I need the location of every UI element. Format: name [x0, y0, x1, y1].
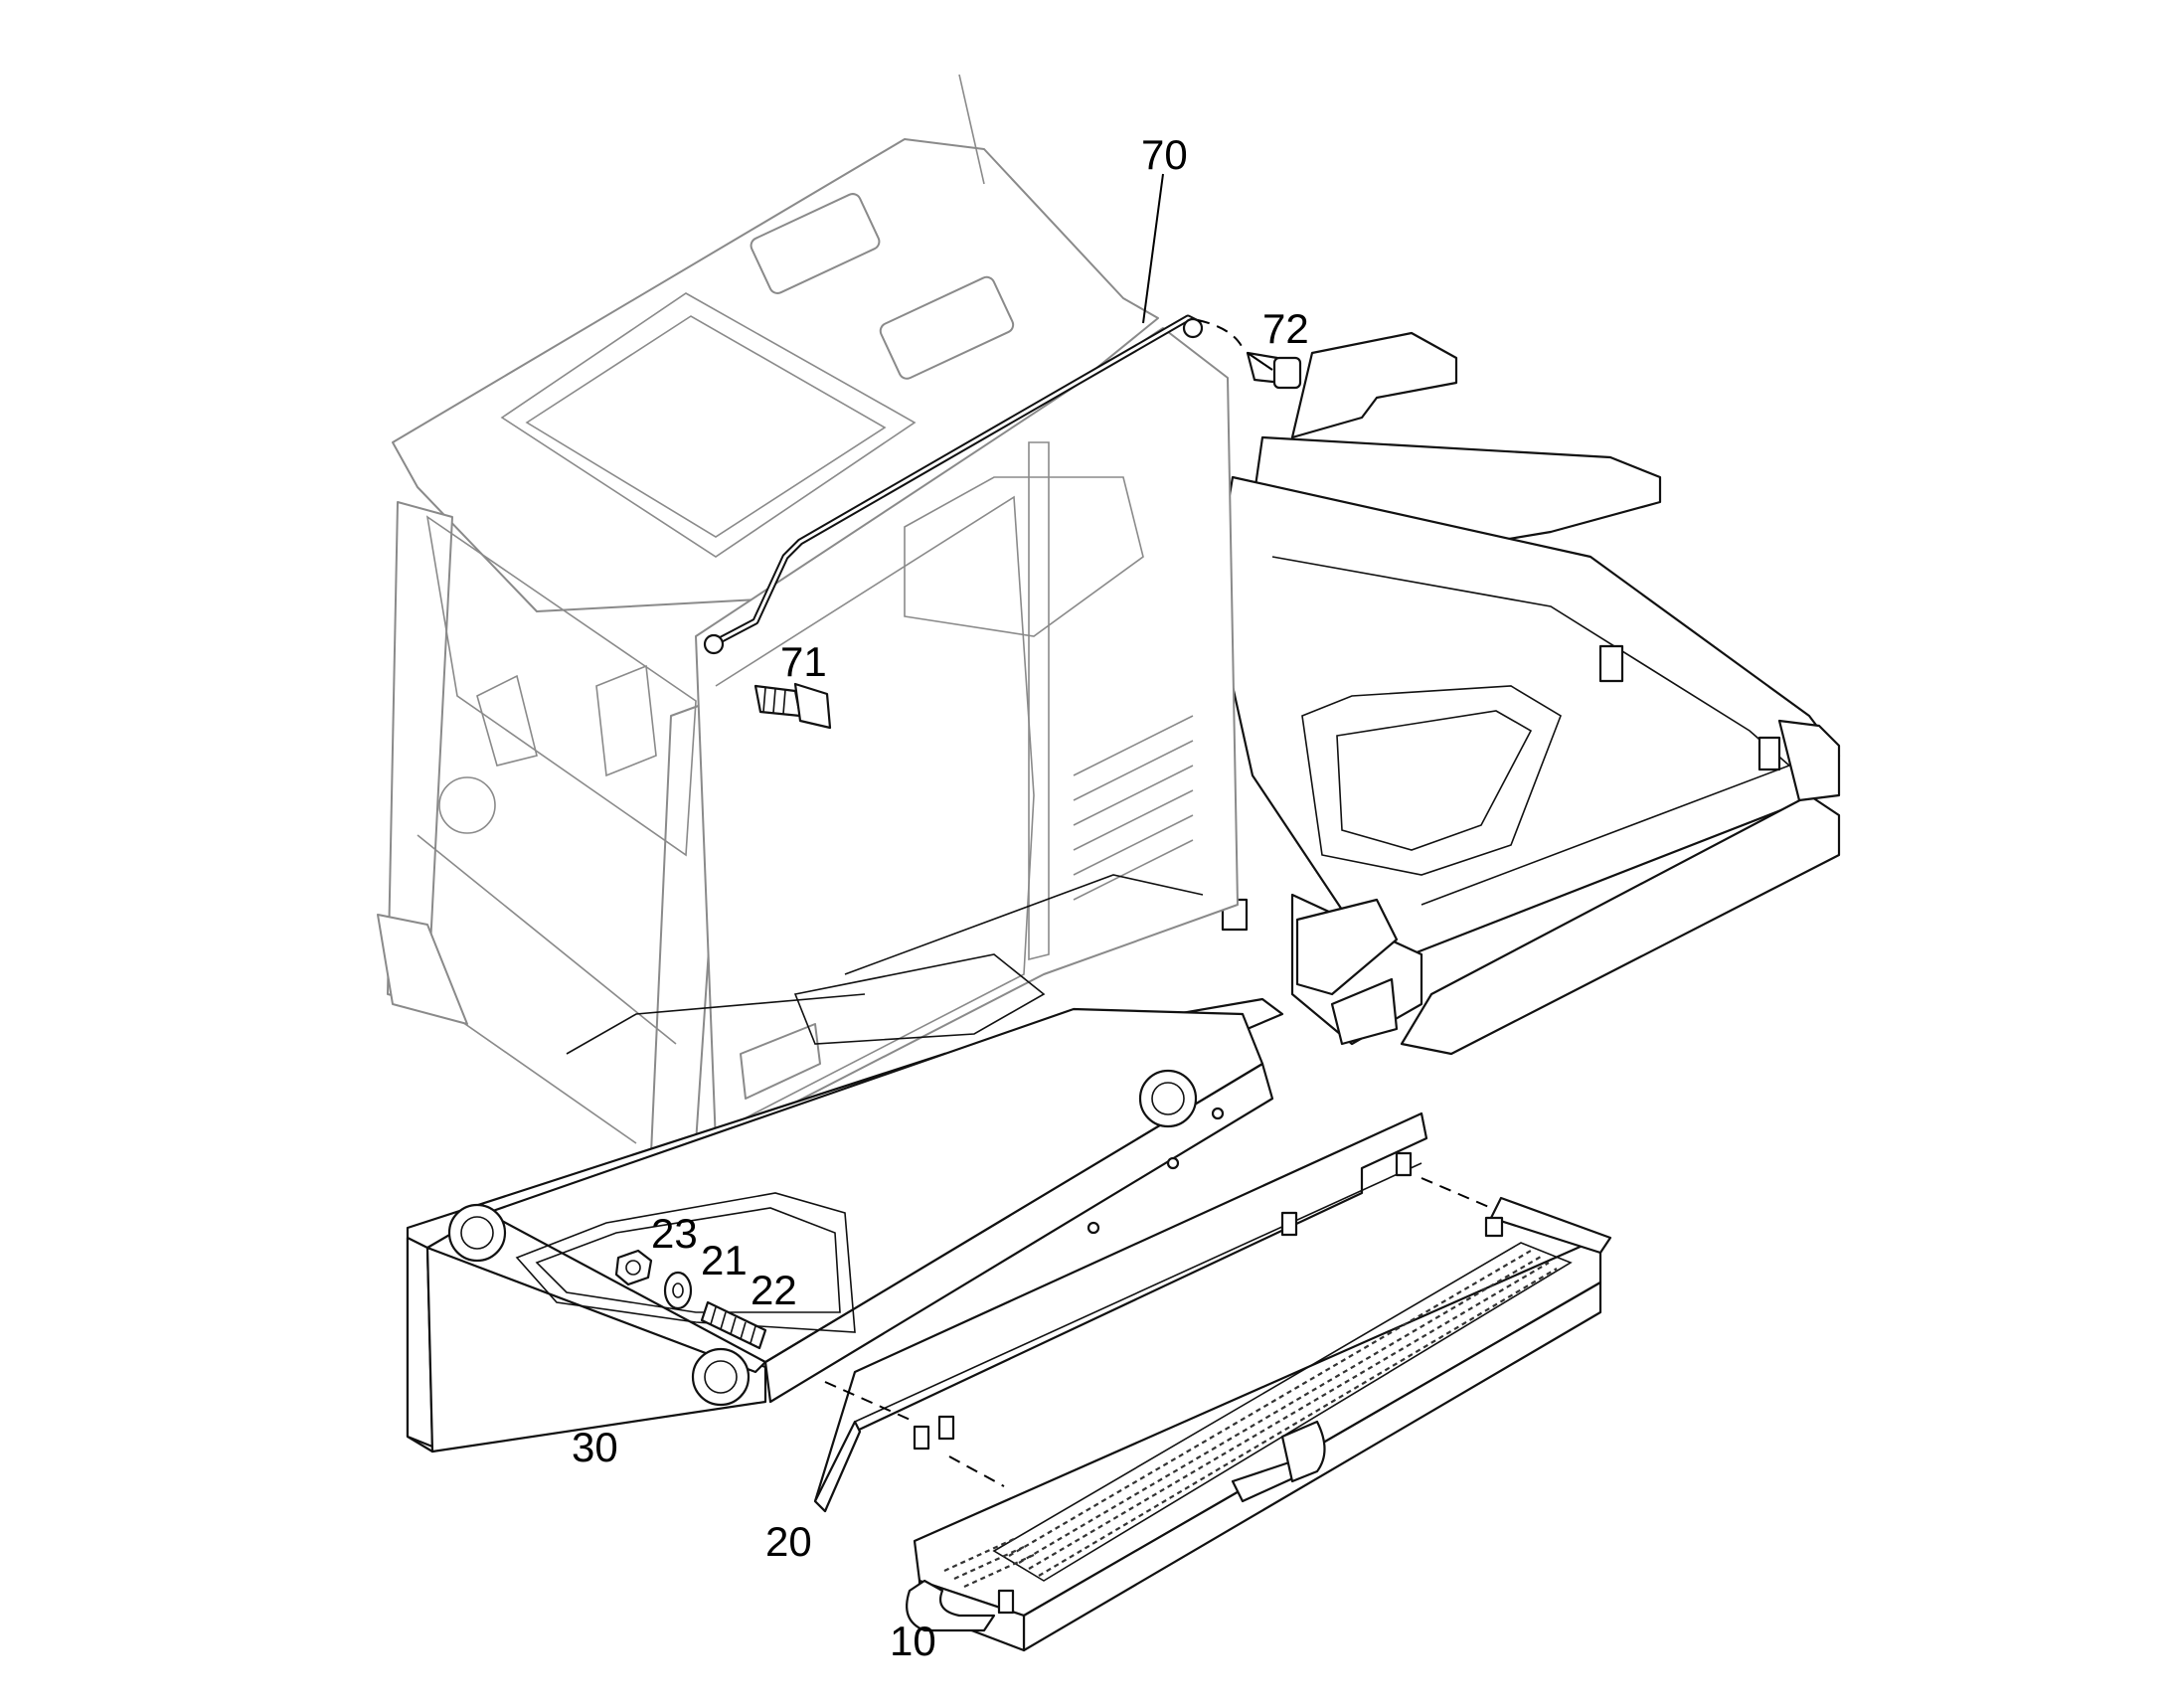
callout-10: 10: [890, 1618, 936, 1664]
callout-70: 70: [1141, 131, 1188, 178]
door-vents: [1073, 715, 1194, 901]
step-grating-part-10: [906, 1177, 1612, 1652]
bolt-part-71: [753, 682, 832, 730]
callout-labels: 70 72 71 23 21 22 30 20 10: [572, 131, 1309, 1664]
callout-23: 23: [651, 1210, 698, 1257]
handrail-part-70: [703, 314, 1244, 655]
bracket-rail-part-20: [813, 1111, 1428, 1513]
callout-72: 72: [1262, 305, 1309, 352]
nut-part-23: [614, 1249, 653, 1286]
right-frame: [1211, 331, 1841, 1056]
callout-22: 22: [751, 1267, 797, 1313]
operator-cab: [377, 74, 1239, 1154]
callout-20: 20: [765, 1518, 812, 1565]
callout-30: 30: [572, 1424, 618, 1470]
stud-part-22: [700, 1300, 767, 1350]
bolt-part-72: [1246, 351, 1302, 390]
callout-21: 21: [701, 1237, 748, 1283]
callout-71: 71: [780, 638, 827, 685]
leader-lines: [1142, 173, 1273, 371]
grating-pattern: [943, 1250, 1558, 1589]
washer-part-21: [663, 1271, 693, 1310]
